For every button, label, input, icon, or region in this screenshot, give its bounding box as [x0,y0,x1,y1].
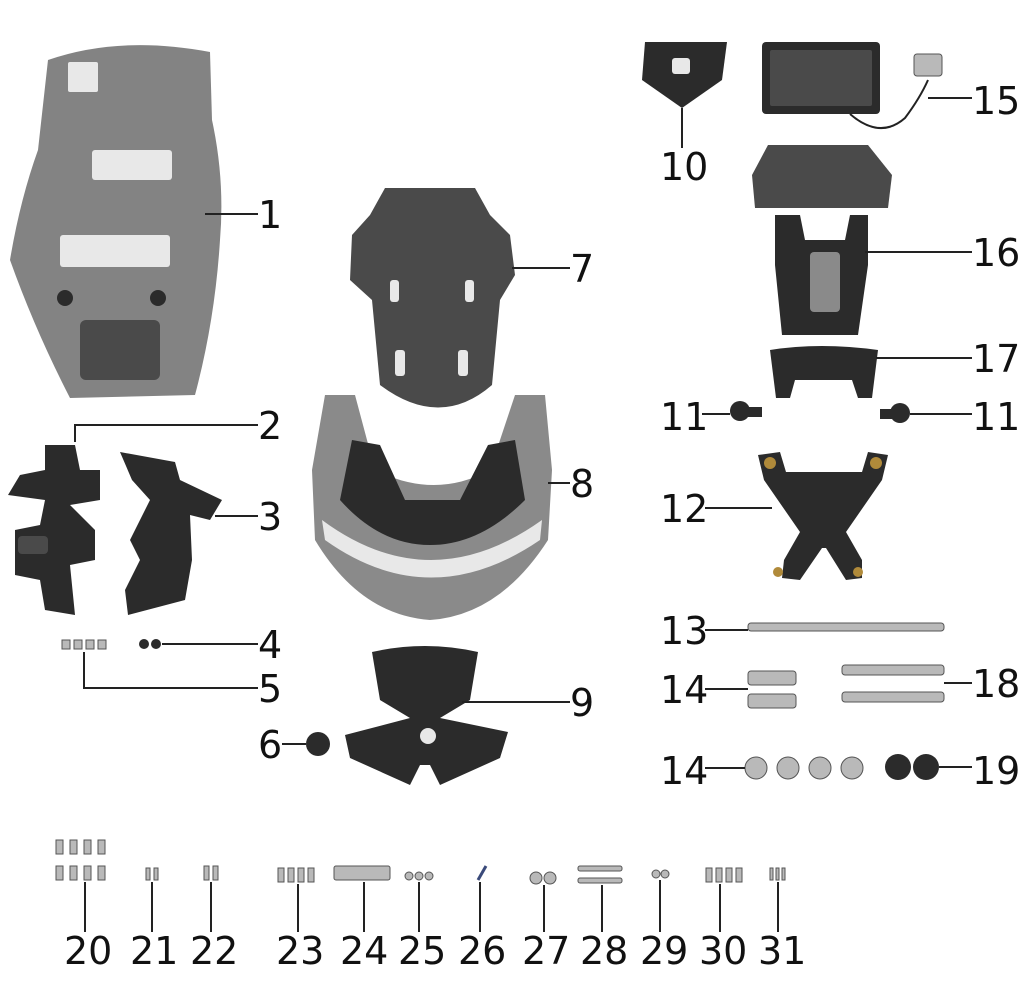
callout-7: 7 [570,247,594,291]
callout-9: 9 [570,681,594,725]
hardware-22 [145,867,159,881]
callout-21: 20 [64,929,112,973]
callout-5: 5 [258,667,282,711]
support-frame-part [758,452,888,580]
clip-set-part [61,639,107,650]
callout-20: 19 [972,749,1020,793]
callout-28: 27 [522,929,570,973]
callout-12: 12 [660,487,708,531]
push-rivet-right-part [880,403,910,423]
callout-10: 10 [660,145,708,189]
callout-11-right: 11 [972,395,1020,439]
knob-pair-part [885,754,939,780]
hardware-23 [203,865,219,881]
callout-22: 21 [130,929,178,973]
callout-6: 6 [258,723,282,767]
hardware-29 [577,865,623,884]
callout-32: 31 [758,929,806,973]
long-rod-part [747,622,945,632]
callout-1: 1 [258,193,282,237]
windscreen-part [10,45,222,398]
callout-13: 13 [660,609,708,653]
callout-24: 23 [276,929,324,973]
callout-30: 29 [640,929,688,973]
short-rod-pair-part [841,664,945,703]
washer-set-part [744,756,864,780]
callout-15: 14 [660,749,708,793]
hardware-24 [277,867,315,883]
callout-17: 16 [972,231,1020,275]
hardware-31 [705,867,743,883]
callout-4: 4 [258,623,282,667]
callout-8: 8 [570,462,594,506]
headlight-assembly-part [312,395,552,620]
callout-3: 3 [258,495,282,539]
callout-29: 28 [580,929,628,973]
callout-19: 18 [972,662,1020,706]
callout-31: 30 [699,929,747,973]
rubber-cap-part [306,732,330,756]
hardware-25 [333,865,391,881]
callout-2: 2 [258,404,282,448]
spring-pair-part [747,670,797,709]
push-rivet-left-part [730,401,762,421]
hardware-32 [769,867,786,881]
bracket-base-part [770,346,878,398]
grommet-pair-part [139,639,161,649]
right-bracket-part [120,452,222,615]
left-bracket-part [8,445,100,615]
hardware-27 [476,865,488,881]
callout-11-left: 11 [660,395,708,439]
callout-23: 22 [190,929,238,973]
hardware-28 [529,871,557,885]
callout-14: 14 [660,668,708,712]
hardware-26 [404,871,434,881]
lower-cover-part [345,646,508,785]
callout-18: 17 [972,337,1020,381]
callout-25: 24 [340,929,388,973]
mount-plate-part [642,42,727,108]
callout-27: 26 [458,929,506,973]
upper-cover-part [350,188,515,408]
instrument-bracket-part [752,145,892,335]
callout-16: 15 [972,79,1020,123]
display-unit-part [762,42,943,130]
callout-26: 25 [398,929,446,973]
hardware-21 [55,839,106,881]
hardware-30 [651,869,670,879]
